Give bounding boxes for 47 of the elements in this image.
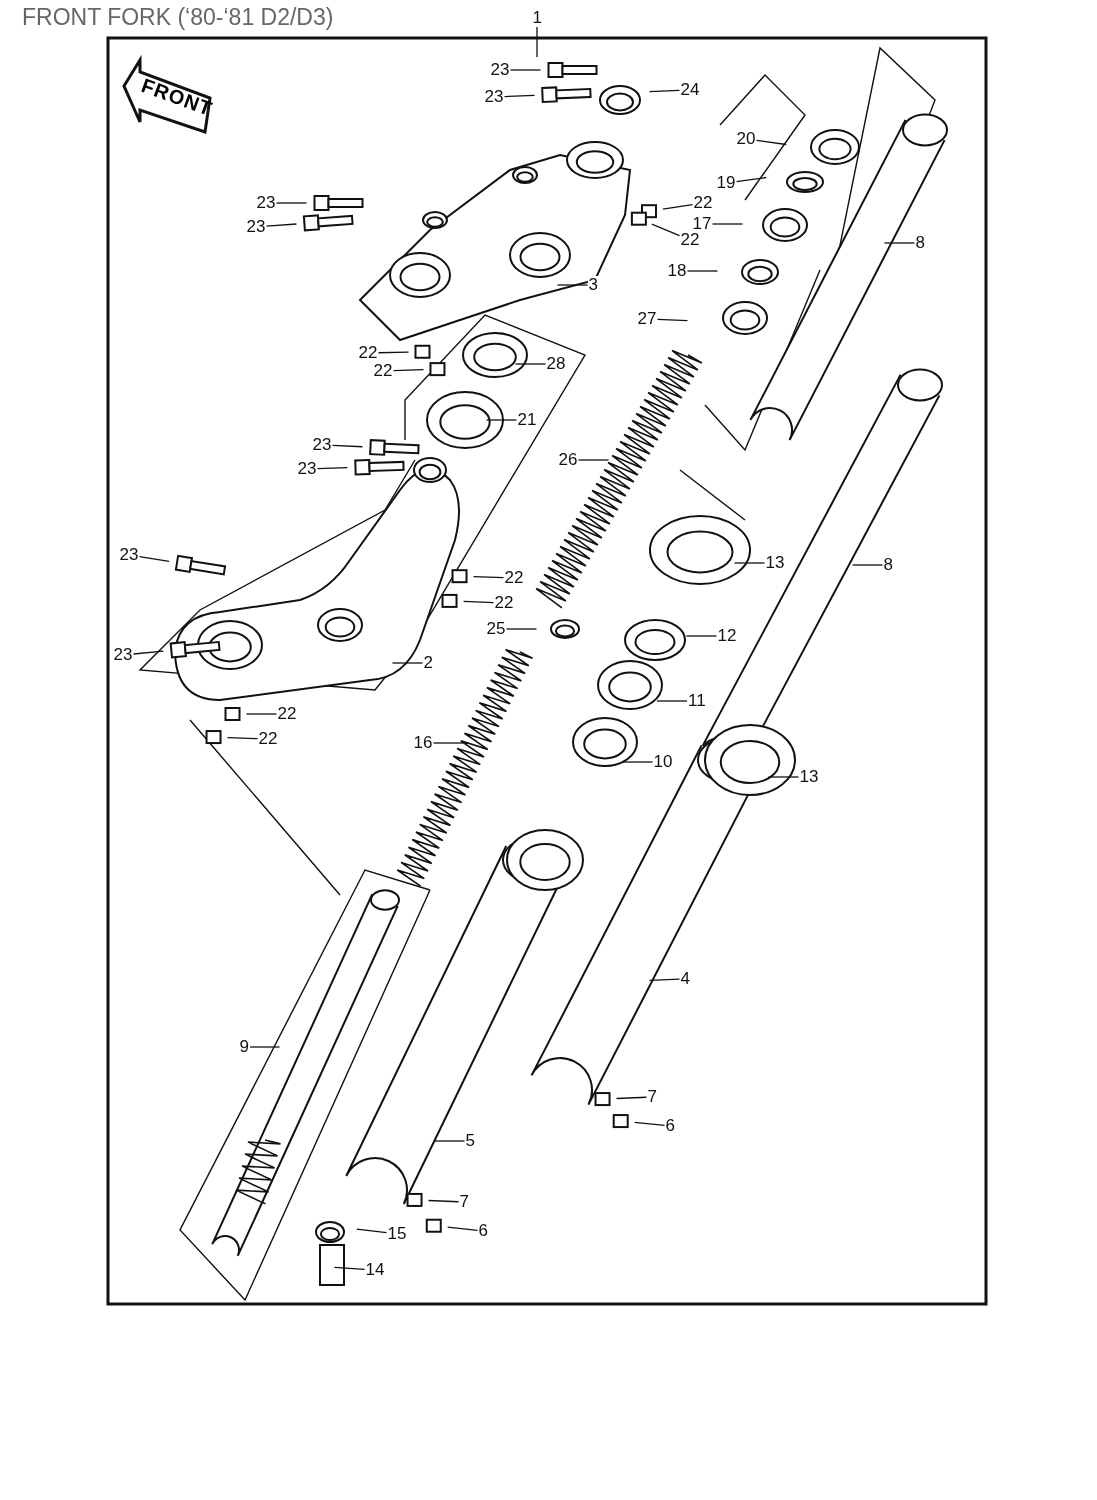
leader-line [767,776,800,778]
leader-line [577,459,610,461]
leader-line [462,600,495,604]
leader-line [685,635,718,637]
leader-line [432,742,465,744]
leader-line [275,202,308,204]
leader-line [648,978,681,982]
leader-line [556,284,589,286]
leader-line [472,576,505,579]
leader-line [662,203,694,210]
leader-line [316,467,349,470]
leader-line [447,1226,479,1232]
leader-line [331,444,364,448]
leader-line [427,1199,460,1203]
leader-line [634,1121,666,1127]
leader-line [851,564,884,566]
leader-line [226,736,259,740]
leader-line [505,628,538,630]
leader-line [509,69,542,71]
leader-line [656,700,688,702]
leader-line [656,318,689,322]
leader-line [621,761,654,763]
leader-line [735,176,767,183]
leader-line [651,223,681,237]
leader-line [138,556,170,563]
leader-line [245,713,278,715]
leader-line [648,89,681,93]
leader-line [377,351,410,354]
leader-line [733,562,766,564]
leader-line [265,223,298,227]
leader-line [356,1228,388,1234]
leader-line [485,419,518,421]
leader-line [615,1096,648,1100]
diagram-title: FRONT FORK (‘80-‘81 D2/D3) [22,4,334,31]
leader-line [686,270,719,272]
leader-line [391,662,424,664]
leader-line [333,1266,366,1270]
leader-line [883,242,916,244]
leader-line [755,139,787,146]
leader-line [536,26,538,58]
leader-line [248,1046,281,1048]
leader-line [132,650,164,655]
leader-line [433,1140,466,1142]
leader-line [503,94,536,98]
leader-line [514,363,547,365]
leader-line [711,223,744,225]
leader-line [392,368,425,372]
